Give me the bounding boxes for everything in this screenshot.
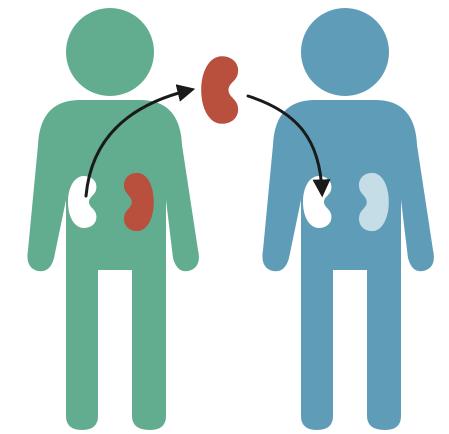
transplanted-kidney <box>201 56 238 124</box>
donor-silhouette <box>27 8 198 430</box>
recipient-silhouette <box>262 8 433 430</box>
donor-body <box>27 8 198 430</box>
recipient-body <box>262 8 433 430</box>
